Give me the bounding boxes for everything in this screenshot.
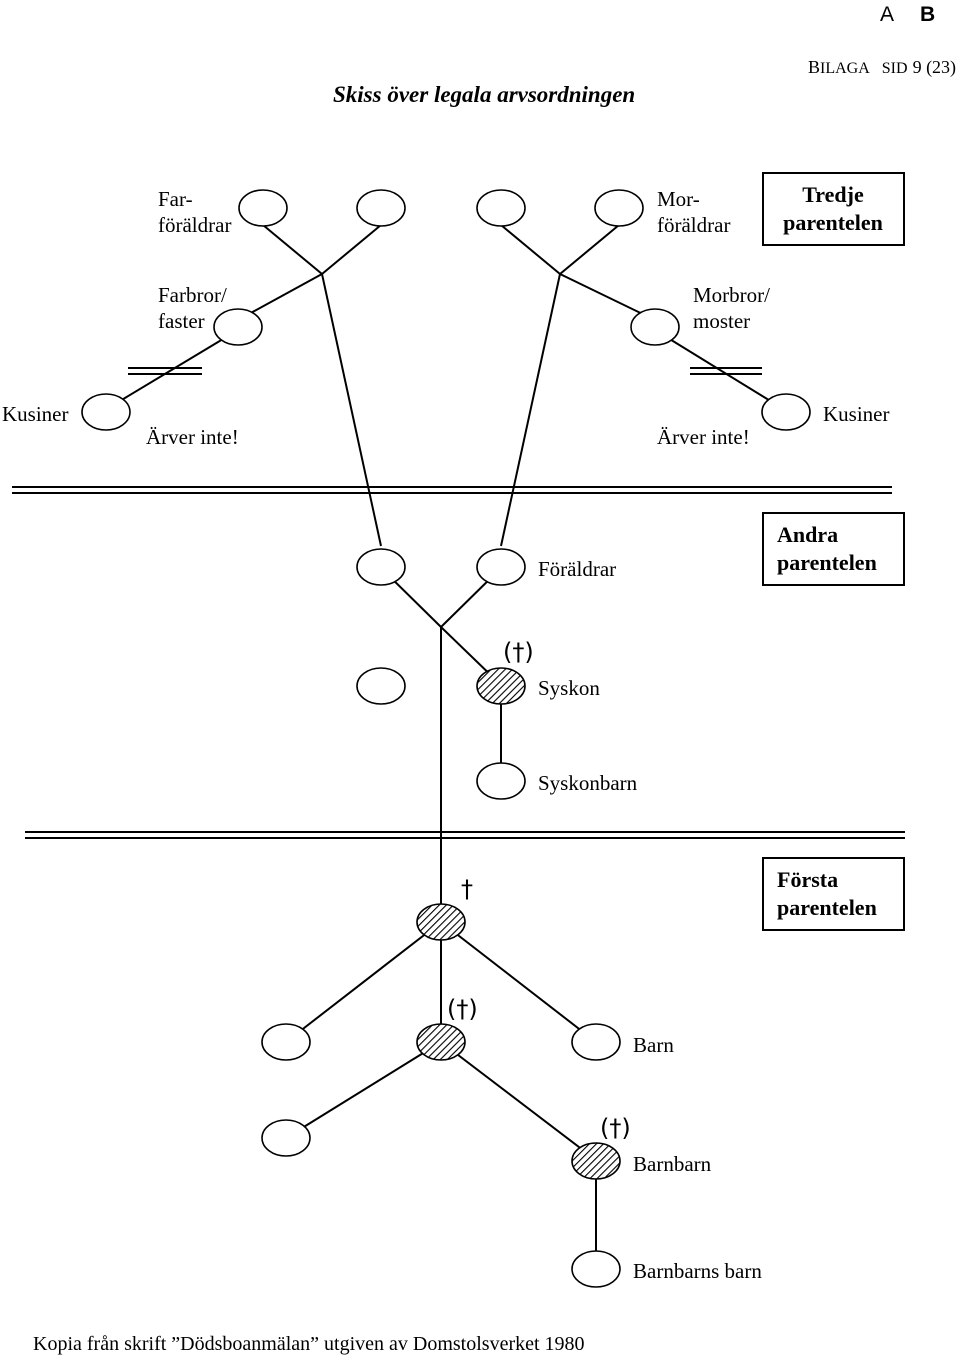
label-barn: Barn	[633, 1033, 674, 1057]
sid-label: SID	[882, 60, 908, 77]
paternal-grandparent-node	[356, 189, 406, 227]
bilaga-cap: B	[808, 57, 820, 77]
deceased-grandchild-node	[571, 1142, 621, 1180]
bilaga-rest: ILAGA	[820, 60, 870, 77]
nephew-node	[476, 762, 526, 800]
child-node	[571, 1023, 621, 1061]
connector-lines	[104, 224, 786, 1268]
first-parentela-line2: parentelen	[777, 895, 877, 920]
third-parentela-line1: Tredje	[802, 182, 864, 207]
sibling-node	[356, 667, 406, 705]
second-parentela-line2: parentelen	[777, 550, 877, 575]
corner-letter-a: A	[880, 3, 894, 26]
maternal-uncle-node	[630, 308, 680, 346]
parent-node	[476, 548, 526, 586]
label-farforaldrar-2: föräldrar	[158, 213, 231, 237]
exclusion-mark-left	[128, 367, 202, 375]
label-barnbarns-barn: Barnbarns barn	[633, 1259, 762, 1283]
syskon-deceased-mark: (†)	[503, 638, 534, 666]
separator-second-first	[25, 831, 905, 839]
label-morbror-2: moster	[693, 309, 750, 333]
barnbarn-deceased-mark: (†)	[600, 1114, 631, 1142]
deceased-mark: †	[461, 875, 473, 903]
label-arver-inte-left: Ärver inte!	[146, 425, 239, 449]
page-reference: BILAGA SID 9 (23)	[808, 57, 956, 78]
great-grandchild-node	[571, 1250, 621, 1288]
deceased-sibling-node	[476, 667, 526, 705]
label-arver-inte-right: Ärver inte!	[657, 425, 750, 449]
exclusion-mark-right	[690, 367, 762, 375]
first-parentela-box: Första parentelen	[762, 857, 905, 931]
maternal-grandparent-node	[476, 189, 526, 227]
second-parentela-box: Andra parentelen	[762, 512, 905, 586]
label-barnbarn: Barnbarn	[633, 1152, 712, 1176]
label-syskonbarn: Syskonbarn	[538, 771, 638, 795]
separator-third-second	[12, 486, 892, 494]
label-farbror-1: Farbror/	[158, 283, 227, 307]
paternal-uncle-node	[213, 308, 263, 346]
first-parentela-line1: Första	[777, 867, 838, 892]
corner-letter-b: B	[920, 3, 935, 26]
deceased-child-node	[416, 1023, 466, 1061]
parent-node	[356, 548, 406, 586]
paternal-cousin-node	[81, 393, 131, 431]
child-node	[261, 1023, 311, 1061]
label-morforaldrar-2: föräldrar	[657, 213, 730, 237]
second-parentela-line1: Andra	[777, 522, 838, 547]
label-morbror-1: Morbror/	[693, 283, 770, 307]
page-title: Skiss över legala arvsordningen	[333, 82, 635, 107]
maternal-cousin-node	[761, 393, 811, 431]
barn-deceased-mark: (†)	[447, 995, 478, 1023]
label-kusiner-right: Kusiner	[823, 402, 890, 426]
label-morforaldrar-1: Mor-	[657, 187, 700, 211]
label-kusiner-left: Kusiner	[2, 402, 69, 426]
deceased-node	[416, 903, 466, 941]
maternal-grandparent-node	[594, 189, 644, 227]
label-foraldrar: Föräldrar	[538, 557, 616, 581]
third-parentela-line2: parentelen	[783, 210, 883, 235]
page-number: 9 (23)	[913, 57, 957, 78]
grandchild-node	[261, 1119, 311, 1157]
label-farbror-2: faster	[158, 309, 205, 333]
footer-source: Kopia från skrift ”Dödsboanmälan” utgive…	[33, 1333, 585, 1355]
paternal-grandparent-node	[238, 189, 288, 227]
label-syskon: Syskon	[538, 676, 600, 700]
label-farforaldrar-1: Far-	[158, 187, 193, 211]
third-parentela-box: Tredje parentelen	[762, 172, 905, 246]
